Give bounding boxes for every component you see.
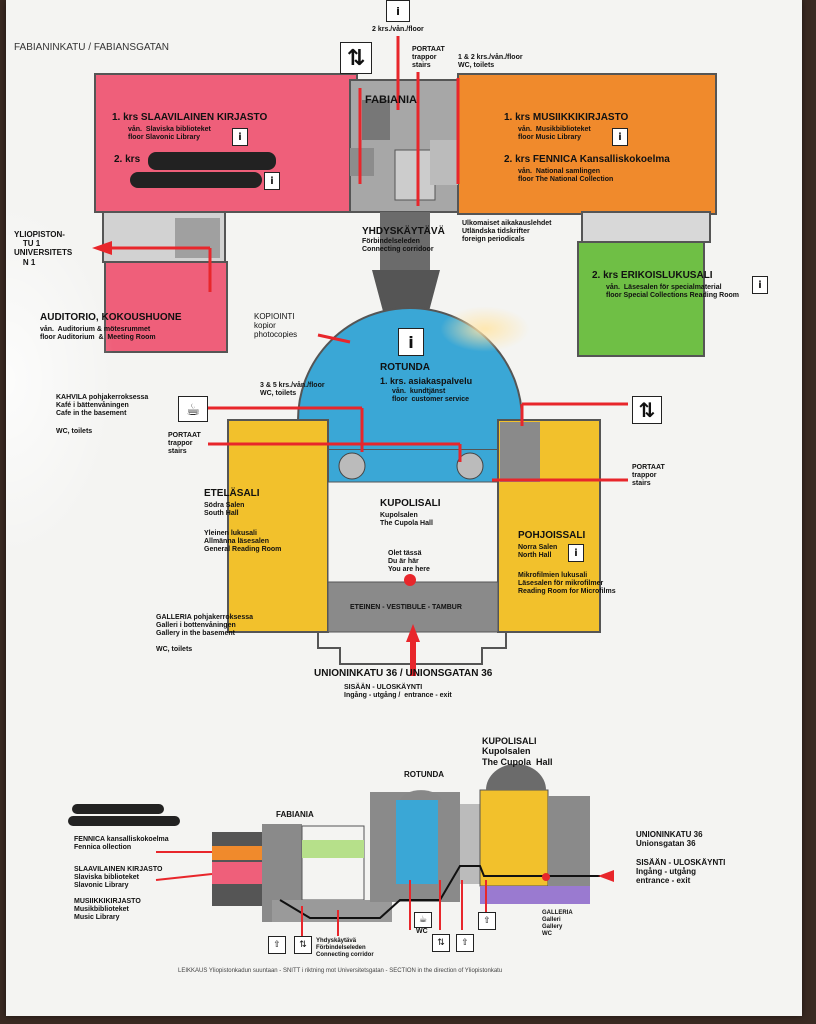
north-hall-title: POHJOISSALI bbox=[518, 530, 586, 541]
cafe-label: KAHVILA pohjakerroksessa Kafé i bättenvå… bbox=[56, 394, 149, 418]
stairs-top-label: PORTAAT trappor stairs bbox=[412, 46, 445, 70]
floor-note-2: 1 & 2 krs./vån./floor WC, toilets bbox=[458, 54, 523, 70]
info-icon: i bbox=[232, 128, 248, 146]
section-cupola-label: KUPOLISALI Kupolsalen The Cupola Hall bbox=[482, 736, 553, 767]
stairs-left-label: PORTAAT trappor stairs bbox=[168, 432, 201, 456]
section-caption: LEIKKAUS Yliopistonkadun suuntaan - SNIT… bbox=[178, 968, 503, 974]
music-subtitle: vån. Musikbiblioteket floor Music Librar… bbox=[518, 126, 591, 142]
section-galleria-label: GALLERIA Galleri Gallery WC bbox=[542, 910, 573, 937]
galleria-label: GALLERIA pohjakerroksessa Galleri i bott… bbox=[156, 614, 253, 638]
north-hall-subtitle: Norra Salen North Hall bbox=[518, 544, 558, 560]
stairs-icon: ⇧ bbox=[456, 934, 474, 952]
lift-icon: ⇅ bbox=[632, 396, 662, 424]
rotunda-subtitle: 1. krs. asiakaspalvelu bbox=[380, 376, 473, 386]
lift-icon: ⇅ bbox=[294, 936, 312, 954]
section-wc-label: WC bbox=[416, 928, 428, 935]
corridor-funnel bbox=[372, 270, 440, 315]
slavic-library-room bbox=[94, 73, 358, 213]
cupola-hall bbox=[327, 481, 499, 583]
connecting-title: YHDYSKÄYTÄVÄ bbox=[362, 226, 445, 237]
entrance-label: SISÄÄN - ULOSKÄYNTI Ingång - utgång / en… bbox=[344, 684, 452, 700]
info-icon: i bbox=[398, 328, 424, 356]
info-icon: i bbox=[386, 0, 410, 22]
lift-icon: ⇅ bbox=[432, 934, 450, 952]
section-rotunda-label: ROTUNDA bbox=[404, 770, 444, 779]
vestibule-label: ETEINEN - VESTIBULE - TAMBUR bbox=[350, 604, 462, 611]
section-fabiania-label: FABIANIA bbox=[276, 810, 314, 819]
cupola-subtitle: Kupolsalen The Cupola Hall bbox=[380, 512, 433, 528]
section-street-label: UNIONINKATU 36 Unionsgatan 36 bbox=[636, 830, 703, 849]
cup-icon: ☕ bbox=[414, 912, 432, 928]
you-are-here-dot bbox=[404, 574, 416, 586]
section-exit-label: SISÄÄN - ULOSKÄYNTI Ingång - utgång entr… bbox=[636, 858, 726, 886]
section-drawing bbox=[155, 764, 614, 936]
floor35-label: 3 & 5 krs./vån./floor WC, toilets bbox=[260, 382, 325, 398]
auditorium-title: AUDITORIO, KOKOUSHUONE bbox=[40, 312, 182, 323]
slavic-floor2: 2. krs bbox=[114, 154, 141, 165]
auditorium-room bbox=[104, 261, 228, 353]
lift-icon: ⇅ bbox=[340, 42, 372, 74]
you-are-here-label: Olet tässä Du är här You are here bbox=[388, 550, 430, 574]
rotunda-title: ROTUNDA bbox=[380, 362, 430, 373]
wc-left-label: WC, toilets bbox=[56, 428, 93, 435]
section-corridor-label: Yhdyskäytävä Förbindelseleden Connecting… bbox=[316, 938, 374, 958]
fabiania-label: FABIANIA bbox=[365, 94, 417, 106]
stairs-right-label: PORTAAT trappor stairs bbox=[632, 464, 665, 488]
auditorium-subtitle: vån. Auditorium & mötesrummet floor Audi… bbox=[40, 326, 156, 342]
cupola-title: KUPOLISALI bbox=[380, 498, 441, 509]
photocopies-label: KOPIOINTI kopior photocopies bbox=[254, 312, 298, 340]
special-subtitle: vån. Läsesalen för specialmaterial floor… bbox=[606, 284, 740, 300]
stairs-icon: ⇧ bbox=[478, 912, 496, 930]
section-music-label: MUSIIKKIKIRJASTO Musikbiblioteket Music … bbox=[74, 898, 141, 922]
section-slavic-label: SLAAVILAINEN KIRJASTO Slaviska bibliotek… bbox=[74, 866, 163, 890]
connecting-subtitle: Förbindelseleden Connecting corridoor bbox=[362, 238, 434, 254]
info-icon: i bbox=[568, 544, 584, 562]
connecting-corridor bbox=[380, 212, 430, 270]
fennica-title: 2. krs FENNICA Kansalliskokoelma bbox=[504, 154, 670, 165]
south-hall-subtitle: Södra Salen South Hall bbox=[204, 502, 245, 518]
special-title: 2. krs ERIKOISLUKUSALI bbox=[592, 270, 713, 281]
yliopiston-label: YLIOPISTON- TU 1 UNIVERSITETS N 1 bbox=[14, 230, 73, 267]
entrance-arrow bbox=[406, 624, 420, 676]
music-library-room bbox=[457, 73, 717, 215]
south-hall-title: ETELÄSALI bbox=[204, 488, 260, 499]
vestibule bbox=[327, 581, 499, 633]
music-title: 1. krs MUSIIKKIKIRJASTO bbox=[504, 112, 629, 123]
special-collections-room bbox=[577, 241, 705, 357]
cup-icon: ☕ bbox=[178, 396, 208, 422]
info-icon: i bbox=[264, 172, 280, 190]
section-fennica-label: FENNICA kansalliskokoelma Fennica ollect… bbox=[74, 836, 169, 852]
south-reading-label: Yleinen lukusali Allmänna läsesalen Gene… bbox=[204, 530, 282, 554]
floor-note: 2 krs./vån./floor bbox=[372, 26, 424, 33]
street-top-label: FABIANINKATU / FABIANSGATAN bbox=[14, 42, 170, 53]
info-icon: i bbox=[752, 276, 768, 294]
info-icon: i bbox=[612, 128, 628, 146]
fennica-subtitle: vån. National samlingen floor The Nation… bbox=[518, 168, 614, 184]
microfilm-label: Mikrofilmien lukusali Läsesalen för mikr… bbox=[518, 572, 616, 596]
wc-gallery-label: WC, toilets bbox=[156, 646, 193, 653]
slavic-subtitle: vån. Slaviska biblioteket floor Slavonic… bbox=[128, 126, 211, 142]
slavic-title: 1. krs SLAAVILAINEN KIRJASTO bbox=[112, 112, 268, 123]
periodicals-area bbox=[581, 211, 711, 243]
foreign-periodicals: Ulkomaiset aikakauslehdet Utländska tids… bbox=[462, 220, 552, 244]
guide-lines bbox=[108, 36, 628, 482]
street-bottom-label: UNIONINKATU 36 / UNIONSGATAN 36 bbox=[314, 668, 493, 679]
south-hall bbox=[227, 419, 329, 633]
rotunda-subtitle-2: vån. kundtjänst floor customer service bbox=[392, 388, 470, 404]
stairs-icon: ⇧ bbox=[268, 936, 286, 954]
